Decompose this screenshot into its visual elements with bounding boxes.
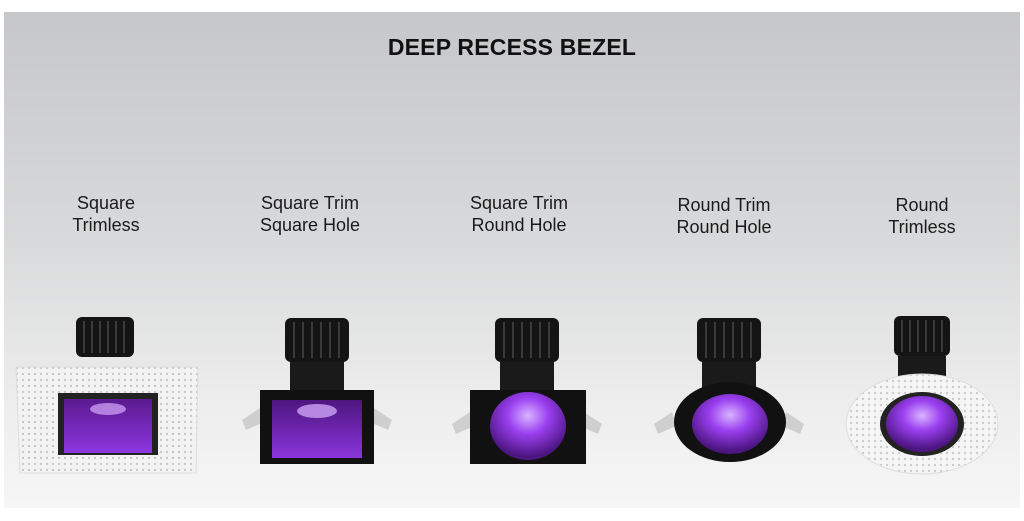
label-line-2: Square Hole <box>259 215 361 235</box>
label-square-trim-round-hole: Square Trim Round Hole <box>424 192 614 236</box>
product-square-trim-round-hole-image <box>452 312 602 472</box>
label-line-2: Round Hole <box>471 215 567 235</box>
label-line-1: Square <box>76 193 136 213</box>
label-line-1: Square Trim <box>469 193 569 213</box>
label-line-1: Round <box>895 195 949 215</box>
label-line-1: Round Trim <box>677 195 771 215</box>
label-line-2: Trimless <box>72 215 140 235</box>
product-round-trimless-image <box>842 312 999 475</box>
product-round-trim-round-hole-image <box>654 310 804 470</box>
label-line-2: Round Hole <box>676 217 772 237</box>
product-square-trimless-image <box>14 305 200 475</box>
label-round-trimless: Round Trimless <box>827 194 1017 238</box>
product-banner: DEEP RECESS BEZEL Square Trimless Square… <box>4 12 1020 508</box>
label-square-trim-square-hole: Square Trim Square Hole <box>215 192 405 236</box>
label-round-trim-round-hole: Round Trim Round Hole <box>629 194 819 238</box>
product-square-trim-square-hole-image <box>242 312 392 472</box>
label-square-trimless: Square Trimless <box>11 192 201 236</box>
label-line-2: Trimless <box>888 217 956 237</box>
banner-title: DEEP RECESS BEZEL <box>387 34 637 60</box>
label-line-1: Square Trim <box>260 193 360 213</box>
